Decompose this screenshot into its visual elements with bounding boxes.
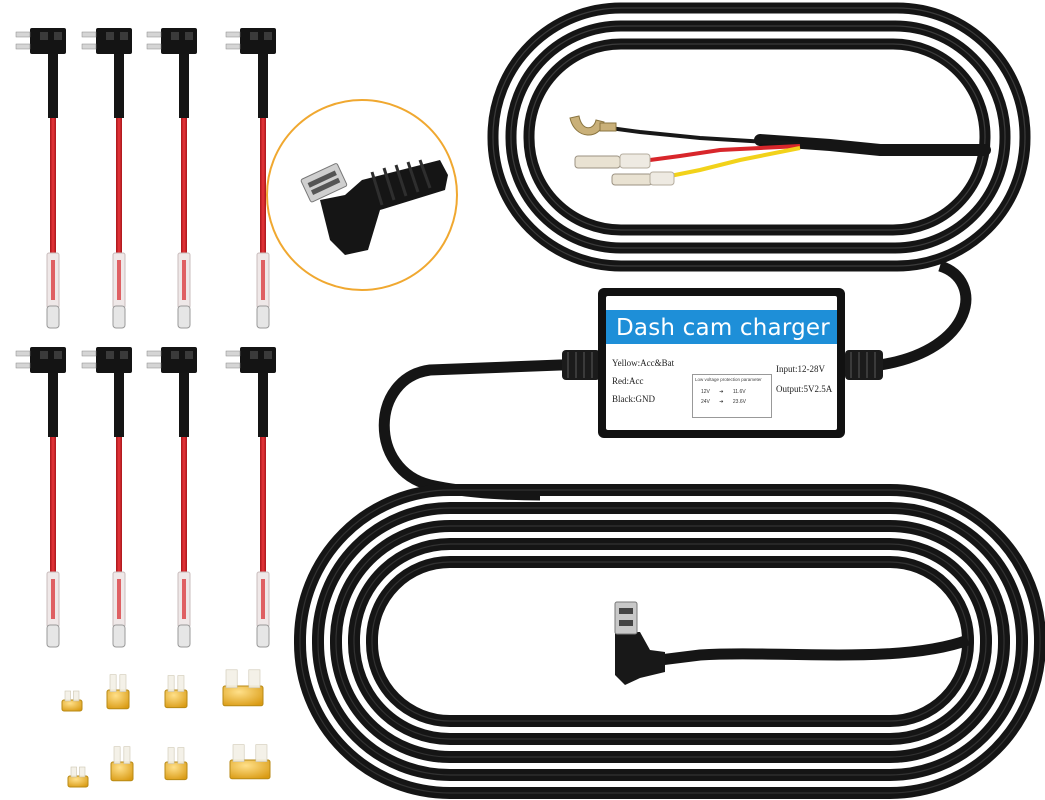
- legend-black: Black:GND: [612, 394, 655, 404]
- mini-fuse: [164, 675, 188, 709]
- legend-red: Red:Acc: [612, 376, 644, 386]
- spec-input: Input:12-28V: [776, 364, 825, 374]
- lv-row-12v: 12V ➔ 11.6V: [701, 389, 746, 395]
- low-voltage-table: Low voltage protection parameter 12V ➔ 1…: [692, 374, 772, 418]
- spec-output: Output:5V2.5A: [776, 384, 833, 394]
- lv-system: 12V: [701, 389, 710, 395]
- title-band: Dash cam charger: [606, 310, 837, 344]
- lower-cable-coil: [294, 484, 1045, 799]
- mini-fuse: [110, 746, 134, 782]
- mini-fuse: [61, 690, 83, 712]
- charger-module: Dash cam charger Yellow:Acc&Bat Red:Acc …: [598, 288, 845, 438]
- micro-usb-plug: [614, 601, 665, 685]
- fork-terminal: [569, 115, 617, 136]
- usb-cable-lead: [659, 634, 970, 666]
- fuse-tap: [225, 347, 276, 648]
- mini-fuse: [229, 744, 271, 780]
- upper-cable-end: [609, 126, 991, 180]
- fuse-tap: [81, 28, 132, 329]
- legend-yellow: Yellow:Acc&Bat: [612, 358, 675, 368]
- zoom-inset: [266, 99, 458, 291]
- mini-fuse: [222, 669, 264, 707]
- bullet-connector-red: [574, 153, 651, 169]
- upper-to-module-cable: [845, 260, 972, 371]
- fuse-tap: [15, 28, 66, 329]
- lv-system: 24V: [701, 399, 710, 405]
- module-strain-relief-right: [845, 350, 883, 380]
- mini-fuse: [106, 674, 130, 710]
- mini-fuse: [164, 747, 188, 781]
- fuse-tap: [146, 347, 197, 648]
- module-title: Dash cam charger: [616, 315, 830, 341]
- module-strain-relief-left: [562, 350, 600, 380]
- module-to-lower-cable: [378, 359, 600, 501]
- lv-cutoff: 23.6V: [732, 399, 746, 405]
- charger-label: Dash cam charger Yellow:Acc&Bat Red:Acc …: [606, 296, 837, 430]
- lv-cutoff: 11.6V: [732, 389, 746, 395]
- fuse-tap: [81, 347, 132, 648]
- mini-fuse: [67, 766, 89, 788]
- bullet-connector-yellow: [611, 171, 675, 186]
- lv-row-24v: 24V ➔ 23.6V: [701, 399, 746, 405]
- low-voltage-title: Low voltage protection parameter: [695, 377, 762, 382]
- fuse-tap: [225, 28, 276, 329]
- fuse-tap: [146, 28, 197, 329]
- fuse-tap: [15, 347, 66, 648]
